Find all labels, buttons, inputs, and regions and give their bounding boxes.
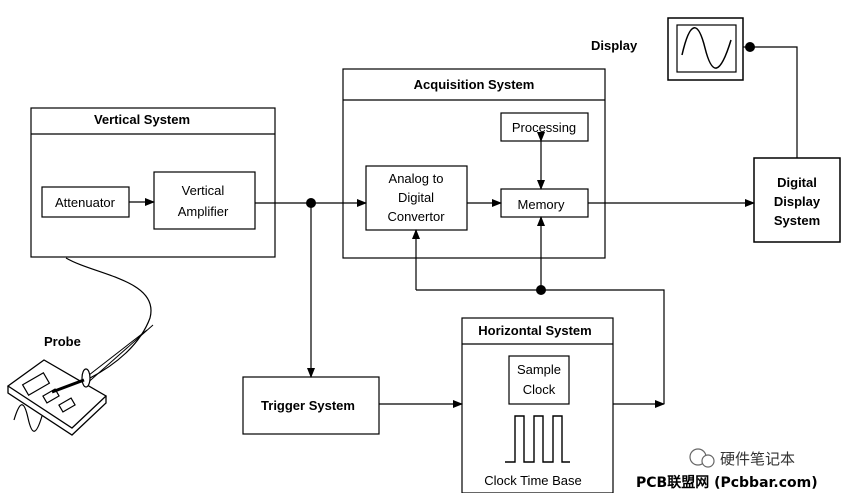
- watermark-line1: 硬件笔记本: [720, 450, 795, 468]
- vertical-amplifier-line2: Amplifier: [178, 204, 229, 219]
- memory-label: Memory: [518, 197, 565, 212]
- signal-lines: [129, 46, 798, 408]
- processing-label: Processing: [512, 120, 576, 135]
- vertical-amplifier-line1: Vertical: [182, 183, 225, 198]
- adc-box: [365, 165, 468, 231]
- sample-clock-line2: Clock: [523, 382, 556, 397]
- probe-cable: [65, 257, 152, 379]
- watermark-line2: PCB联盟网 (Pcbbar.com): [636, 475, 818, 491]
- display-wave-icon: [681, 27, 732, 69]
- adc-label-line3: Convertor: [387, 209, 445, 224]
- clock-time-base-label: Clock Time Base: [484, 473, 582, 488]
- junction-dot-clock: [536, 285, 546, 295]
- adc-label-line2: Digital: [398, 190, 434, 205]
- digital-display-line1: Digital: [777, 175, 817, 190]
- attenuator-label: Attenuator: [55, 195, 116, 210]
- trigger-system-label: Trigger System: [261, 398, 355, 413]
- sample-clock-box: [508, 355, 570, 405]
- digital-display-line2: Display: [774, 194, 821, 209]
- probe-label: Probe: [44, 334, 81, 349]
- junction-dot-display: [745, 42, 755, 52]
- watermark: 硬件笔记本 PCB联盟网 (Pcbbar.com): [636, 448, 818, 491]
- acquisition-system-title: Acquisition System: [414, 77, 535, 92]
- sample-clock-line1: Sample: [517, 362, 561, 377]
- vertical-amplifier-box: [153, 171, 256, 230]
- display-monitor: [667, 17, 744, 81]
- digital-display-line3: System: [774, 213, 820, 228]
- adc-label-line1: Analog to: [389, 171, 444, 186]
- display-label: Display: [591, 38, 638, 53]
- trigger-system-box: [242, 376, 380, 435]
- horizontal-system-box: [461, 317, 614, 493]
- junction-dot-vertical: [306, 198, 316, 208]
- vertical-system-title: Vertical System: [94, 112, 190, 127]
- probe-circuit-board-icon: [6, 359, 108, 436]
- clock-square-wave-icon: [505, 415, 570, 463]
- horizontal-system-title: Horizontal System: [478, 323, 591, 338]
